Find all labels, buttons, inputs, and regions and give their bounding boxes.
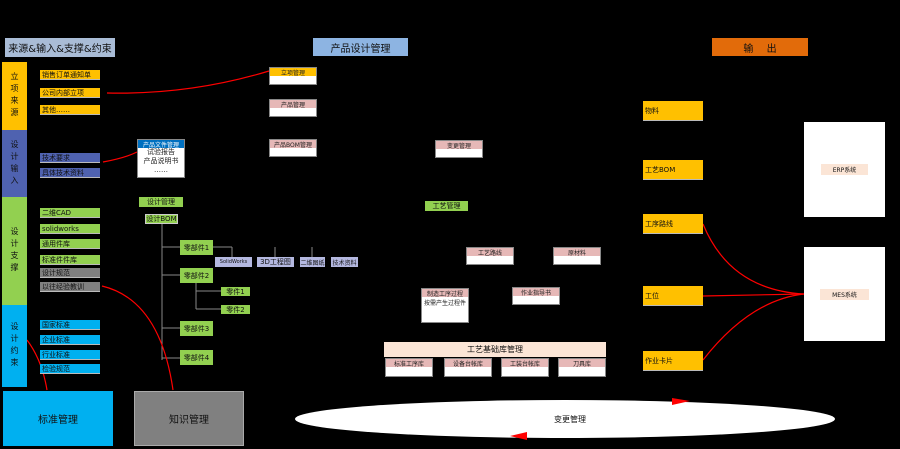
- card-title: 作业指导书: [513, 288, 559, 297]
- support-item[interactable]: solidworks: [40, 224, 100, 234]
- part-node[interactable]: 零部件4: [180, 350, 213, 365]
- header-product-design: 产品设计管理: [313, 38, 408, 56]
- constraint-item[interactable]: 企业标准: [40, 335, 100, 345]
- constraint-item[interactable]: 行业标准: [40, 350, 100, 360]
- category-design-constraint: 设计约束: [2, 305, 27, 387]
- standard-management[interactable]: 标准管理: [3, 391, 113, 446]
- input-item[interactable]: 具体技术资料: [40, 168, 100, 178]
- header-sources: 来源&输入&支撑&约束: [5, 38, 115, 57]
- card-title: 设备台帐库: [445, 359, 491, 368]
- arrow-right-icon: [672, 398, 690, 405]
- card-title: 产品管理: [270, 100, 316, 109]
- erp-label: ERP系统: [820, 164, 869, 175]
- work-guide-card[interactable]: 作业指导书: [512, 287, 560, 305]
- mfg-process-card[interactable]: 制造工序过程按需产生过程件: [421, 288, 469, 323]
- card-title: 原材料: [554, 248, 600, 257]
- knowledge-management[interactable]: 知识管理: [134, 391, 244, 446]
- mes-system[interactable]: MES系统: [804, 247, 885, 341]
- part-node[interactable]: 零部件3: [180, 321, 213, 336]
- part-node[interactable]: 零部件2: [180, 268, 213, 283]
- design-management[interactable]: 设计管理: [139, 197, 183, 207]
- change-mgmt-card[interactable]: 变更管理: [435, 140, 483, 158]
- output-item[interactable]: 物料: [643, 101, 703, 121]
- card-title: 产品BOM管理: [270, 140, 316, 149]
- tool-node[interactable]: 3D工程图: [257, 257, 294, 267]
- support-item[interactable]: 以往经验教训: [40, 282, 100, 292]
- project-mgmt-card[interactable]: 立项管理: [269, 67, 317, 85]
- tool-node[interactable]: 二维图纸: [300, 257, 325, 267]
- raw-material-card[interactable]: 原材料: [553, 247, 601, 265]
- library-card[interactable]: 设备台帐库: [444, 358, 492, 377]
- card-title: 标准工序库: [386, 359, 432, 368]
- card-title: 变更管理: [436, 141, 482, 150]
- change-ellipse: [295, 400, 835, 438]
- library-card[interactable]: 标准工序库: [385, 358, 433, 377]
- card-title: 产品文件管理: [138, 140, 184, 149]
- erp-system[interactable]: ERP系统: [804, 122, 885, 217]
- process-base-library[interactable]: 工艺基础库管理: [384, 342, 606, 357]
- card-line: ……: [154, 166, 168, 174]
- card-title: 立项管理: [270, 68, 316, 77]
- card-body: 按需产生过程件: [423, 300, 466, 307]
- category-design-support: 设计支撑: [2, 197, 27, 305]
- support-item[interactable]: 设计规范: [40, 268, 100, 278]
- input-item[interactable]: 技术要求: [40, 153, 100, 163]
- output-item[interactable]: 作业卡片: [643, 351, 703, 371]
- library-card[interactable]: 刀具库: [558, 358, 606, 377]
- card-title: 工艺路线: [467, 248, 513, 257]
- category-project-source: 立项来源: [2, 62, 27, 130]
- tool-node[interactable]: SolidWorks: [215, 257, 252, 267]
- header-output: 输 出: [712, 38, 808, 56]
- card-line: 产品说明书: [143, 157, 179, 165]
- subpart-node[interactable]: 零件2: [221, 305, 250, 314]
- constraint-item[interactable]: 检验规范: [40, 364, 100, 374]
- process-route-card[interactable]: 工艺路线: [466, 247, 514, 265]
- source-item[interactable]: 其他……: [40, 105, 100, 115]
- product-doc-card[interactable]: 产品文件管理 试验报告 产品说明书 ……: [137, 139, 185, 178]
- output-item[interactable]: 工位: [643, 286, 703, 306]
- product-mgmt-card[interactable]: 产品管理: [269, 99, 317, 117]
- card-title: 工装台帐库: [502, 359, 548, 368]
- change-management-label[interactable]: 变更管理: [554, 414, 586, 424]
- support-item[interactable]: 通用件库: [40, 239, 100, 249]
- arrow-left-icon: [510, 432, 527, 440]
- output-item[interactable]: 工艺BOM: [643, 160, 703, 180]
- process-management[interactable]: 工艺管理: [425, 201, 468, 211]
- card-title: 刀具库: [559, 359, 605, 368]
- mes-label: MES系统: [820, 288, 869, 300]
- product-bom-card[interactable]: 产品BOM管理: [269, 139, 317, 157]
- tool-node[interactable]: 技术资料: [331, 257, 358, 267]
- constraint-item[interactable]: 国家标准: [40, 320, 100, 330]
- design-bom[interactable]: 设计BOM: [145, 214, 178, 224]
- output-item[interactable]: 工序路线: [643, 214, 703, 234]
- source-item[interactable]: 公司内部立项: [40, 88, 100, 98]
- source-item[interactable]: 销售订单通知单: [40, 70, 100, 80]
- category-design-input: 设计输入: [2, 130, 27, 197]
- library-card[interactable]: 工装台帐库: [501, 358, 549, 377]
- support-item[interactable]: 标准件件库: [40, 255, 100, 265]
- support-item[interactable]: 二维CAD: [40, 208, 100, 218]
- subpart-node[interactable]: 零件1: [221, 287, 250, 296]
- card-title: 制造工序过程: [422, 289, 468, 298]
- card-line: 试验报告: [147, 148, 175, 156]
- part-node[interactable]: 零部件1: [180, 240, 213, 255]
